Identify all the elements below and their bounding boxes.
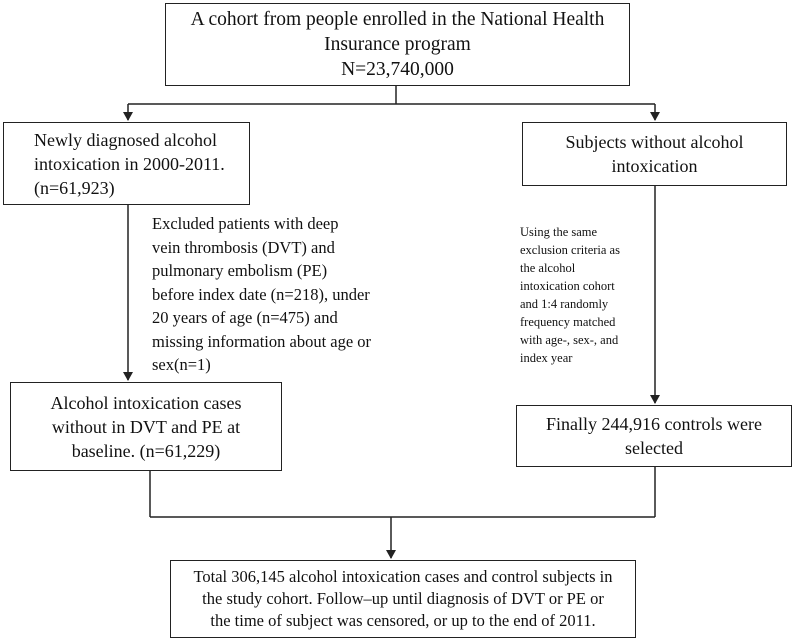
exclusion-line-5: 20 years of age (n=475) and (152, 308, 338, 327)
exclusion-criteria-note: Excluded patients with deep vein thrombo… (152, 212, 412, 377)
exclusion-line-7: sex(n=1) (152, 355, 211, 374)
exclusion-line-4: before index date (n=218), under (152, 284, 370, 304)
controls-line-1: Finally 244,916 controls were (546, 414, 762, 434)
controls-box: Finally 244,916 controls were selected (516, 405, 792, 467)
alcohol-cases-box: Alcohol intoxication cases without in DV… (10, 382, 282, 471)
non-alcohol-box: Subjects without alcohol intoxication (522, 122, 787, 186)
study-cohort-line-1: Total 306,145 alcohol intoxication cases… (193, 567, 613, 586)
alcohol-cases-line-2: without in DVT and PE at (51, 416, 241, 437)
alcohol-diagnosis-line-3: (n=61,923) (34, 177, 115, 198)
matching-line-8: index year (520, 351, 573, 365)
exclusion-line-6: missing information about age or (152, 331, 372, 351)
non-alcohol-line-1: Subjects without alcohol (565, 132, 744, 152)
cohort-source-line-1: A cohort from people enrolled in the Nat… (190, 9, 605, 30)
cohort-source-line-3: N=23,740,000 (341, 59, 454, 80)
matching-line-2: exclusion criteria as (520, 243, 620, 257)
study-cohort-line-2: the study cohort. Follow–up until diagno… (202, 589, 604, 608)
alcohol-diagnosis-line-2: intoxication in 2000-2011. (34, 153, 225, 174)
matching-line-1: Using the same (520, 225, 598, 239)
alcohol-diagnosis-line-1: Newly diagnosed alcohol (34, 129, 217, 150)
matching-line-6: frequency matched (520, 315, 616, 329)
exclusion-line-1: Excluded patients with deep (152, 214, 339, 233)
alcohol-cases-line-1: Alcohol intoxication cases (50, 392, 242, 413)
alcohol-diagnosis-box: Newly diagnosed alcohol intoxication in … (3, 122, 250, 205)
alcohol-cases-line-3: baseline. (n=61,229) (71, 440, 221, 461)
matching-line-4: intoxication cohort (520, 279, 615, 293)
exclusion-line-3: pulmonary embolism (PE) (152, 261, 328, 280)
non-alcohol-line-2: intoxication (611, 156, 698, 176)
study-cohort-line-3: the time of subject was censored, or up … (210, 611, 596, 630)
matching-criteria-note: Using the same exclusion criteria as the… (520, 223, 655, 367)
study-cohort-box: Total 306,145 alcohol intoxication cases… (170, 560, 636, 638)
exclusion-line-2: vein thrombosis (DVT) and (152, 237, 335, 257)
matching-line-7: with age-, sex-, and (520, 333, 619, 347)
matching-line-5: and 1:4 randomly (520, 297, 609, 311)
controls-line-2: selected (625, 438, 683, 458)
cohort-source-box: A cohort from people enrolled in the Nat… (165, 3, 630, 86)
cohort-source-line-2: Insurance program (324, 34, 471, 55)
matching-line-3: the alcohol (520, 261, 576, 275)
